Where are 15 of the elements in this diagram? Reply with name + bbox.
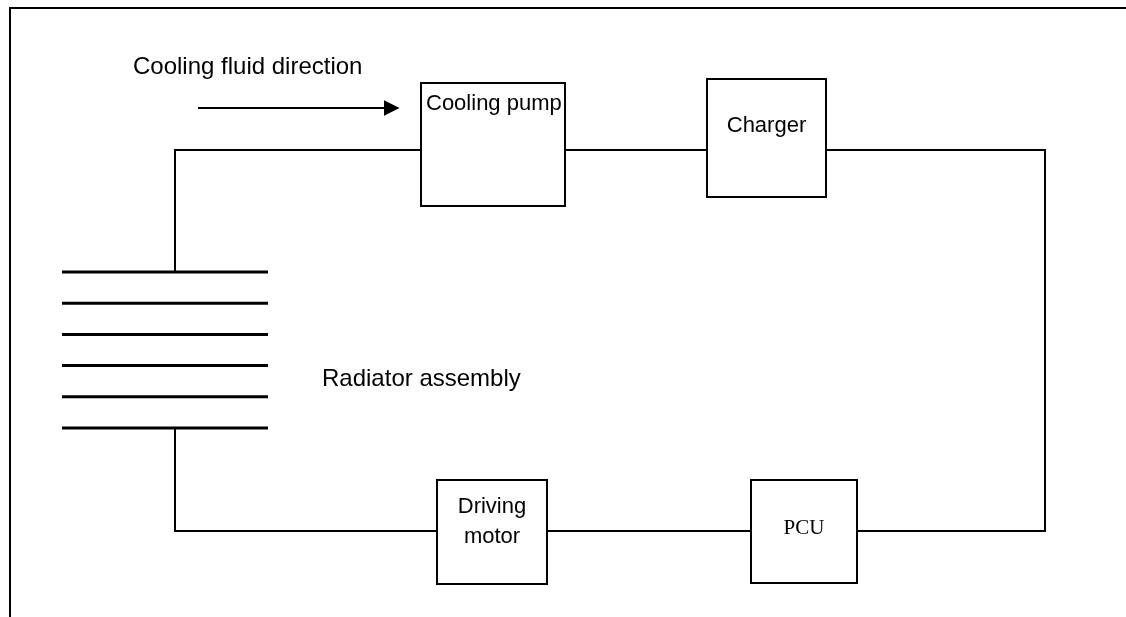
pipe-line	[565, 149, 707, 151]
pipe-line	[174, 428, 437, 532]
box-label: Cooling pump	[426, 90, 562, 116]
box-label: PCU	[782, 515, 826, 540]
component-label: Radiator assembly	[322, 364, 521, 392]
pipe-line	[174, 149, 421, 272]
box-label: Driving motor	[456, 492, 528, 550]
flow-label: Cooling fluid direction	[133, 52, 363, 80]
pipe-line	[547, 530, 751, 532]
pipe-line	[826, 149, 1046, 532]
box-label: Charger	[725, 112, 808, 138]
process-box	[706, 78, 827, 198]
process-box	[436, 479, 548, 585]
process-box	[750, 479, 858, 584]
process-box	[420, 82, 566, 207]
